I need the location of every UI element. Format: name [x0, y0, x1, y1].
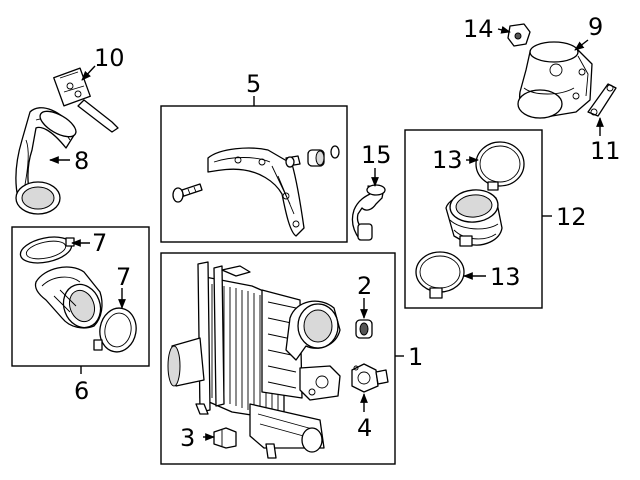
- clamp-part-13-upper: [475, 141, 525, 191]
- callout-7-lower: 7: [116, 263, 131, 291]
- callout-10: 10: [94, 44, 125, 72]
- callout-9: 9: [588, 13, 603, 41]
- hose-part-8: [15, 107, 77, 215]
- clamp-part-7-upper: [19, 236, 75, 264]
- connector-part-14: [507, 23, 531, 47]
- leader-lines: [49, 26, 604, 441]
- seal-part-2: [355, 319, 373, 339]
- callout-12: 12: [556, 203, 587, 231]
- clip-part-3: [213, 427, 237, 449]
- callout-1: 1: [408, 343, 423, 371]
- bracket-part-5: [207, 147, 305, 237]
- bolt-part: [172, 183, 203, 203]
- group-box-12: [404, 129, 543, 309]
- clamp-part-13-lower: [415, 251, 465, 299]
- callout-4: 4: [357, 414, 372, 442]
- bracket-part-11: [587, 83, 617, 117]
- callout-13-lower: 13: [490, 263, 521, 291]
- hose-part-15: [351, 184, 386, 241]
- coupling-part-12: [445, 189, 503, 247]
- callout-7-upper: 7: [92, 229, 107, 257]
- callout-5: 5: [246, 70, 261, 98]
- callout-3: 3: [180, 424, 195, 452]
- group-box-1: [160, 252, 396, 465]
- callout-15: 15: [361, 141, 392, 169]
- sensor-bracket-part-10: [53, 67, 119, 133]
- callout-13-upper: 13: [432, 146, 463, 174]
- housing-part-9: [517, 41, 593, 119]
- callout-2: 2: [357, 272, 372, 300]
- callout-14: 14: [463, 15, 494, 43]
- duct-part-6: [34, 266, 103, 329]
- group-box-5: [160, 105, 348, 243]
- grommet-parts: [285, 145, 340, 168]
- intercooler-part-1: [167, 261, 341, 459]
- callout-8: 8: [74, 147, 89, 175]
- sensor-part-4: [351, 363, 389, 393]
- callout-6: 6: [74, 377, 89, 405]
- callout-11: 11: [590, 137, 621, 165]
